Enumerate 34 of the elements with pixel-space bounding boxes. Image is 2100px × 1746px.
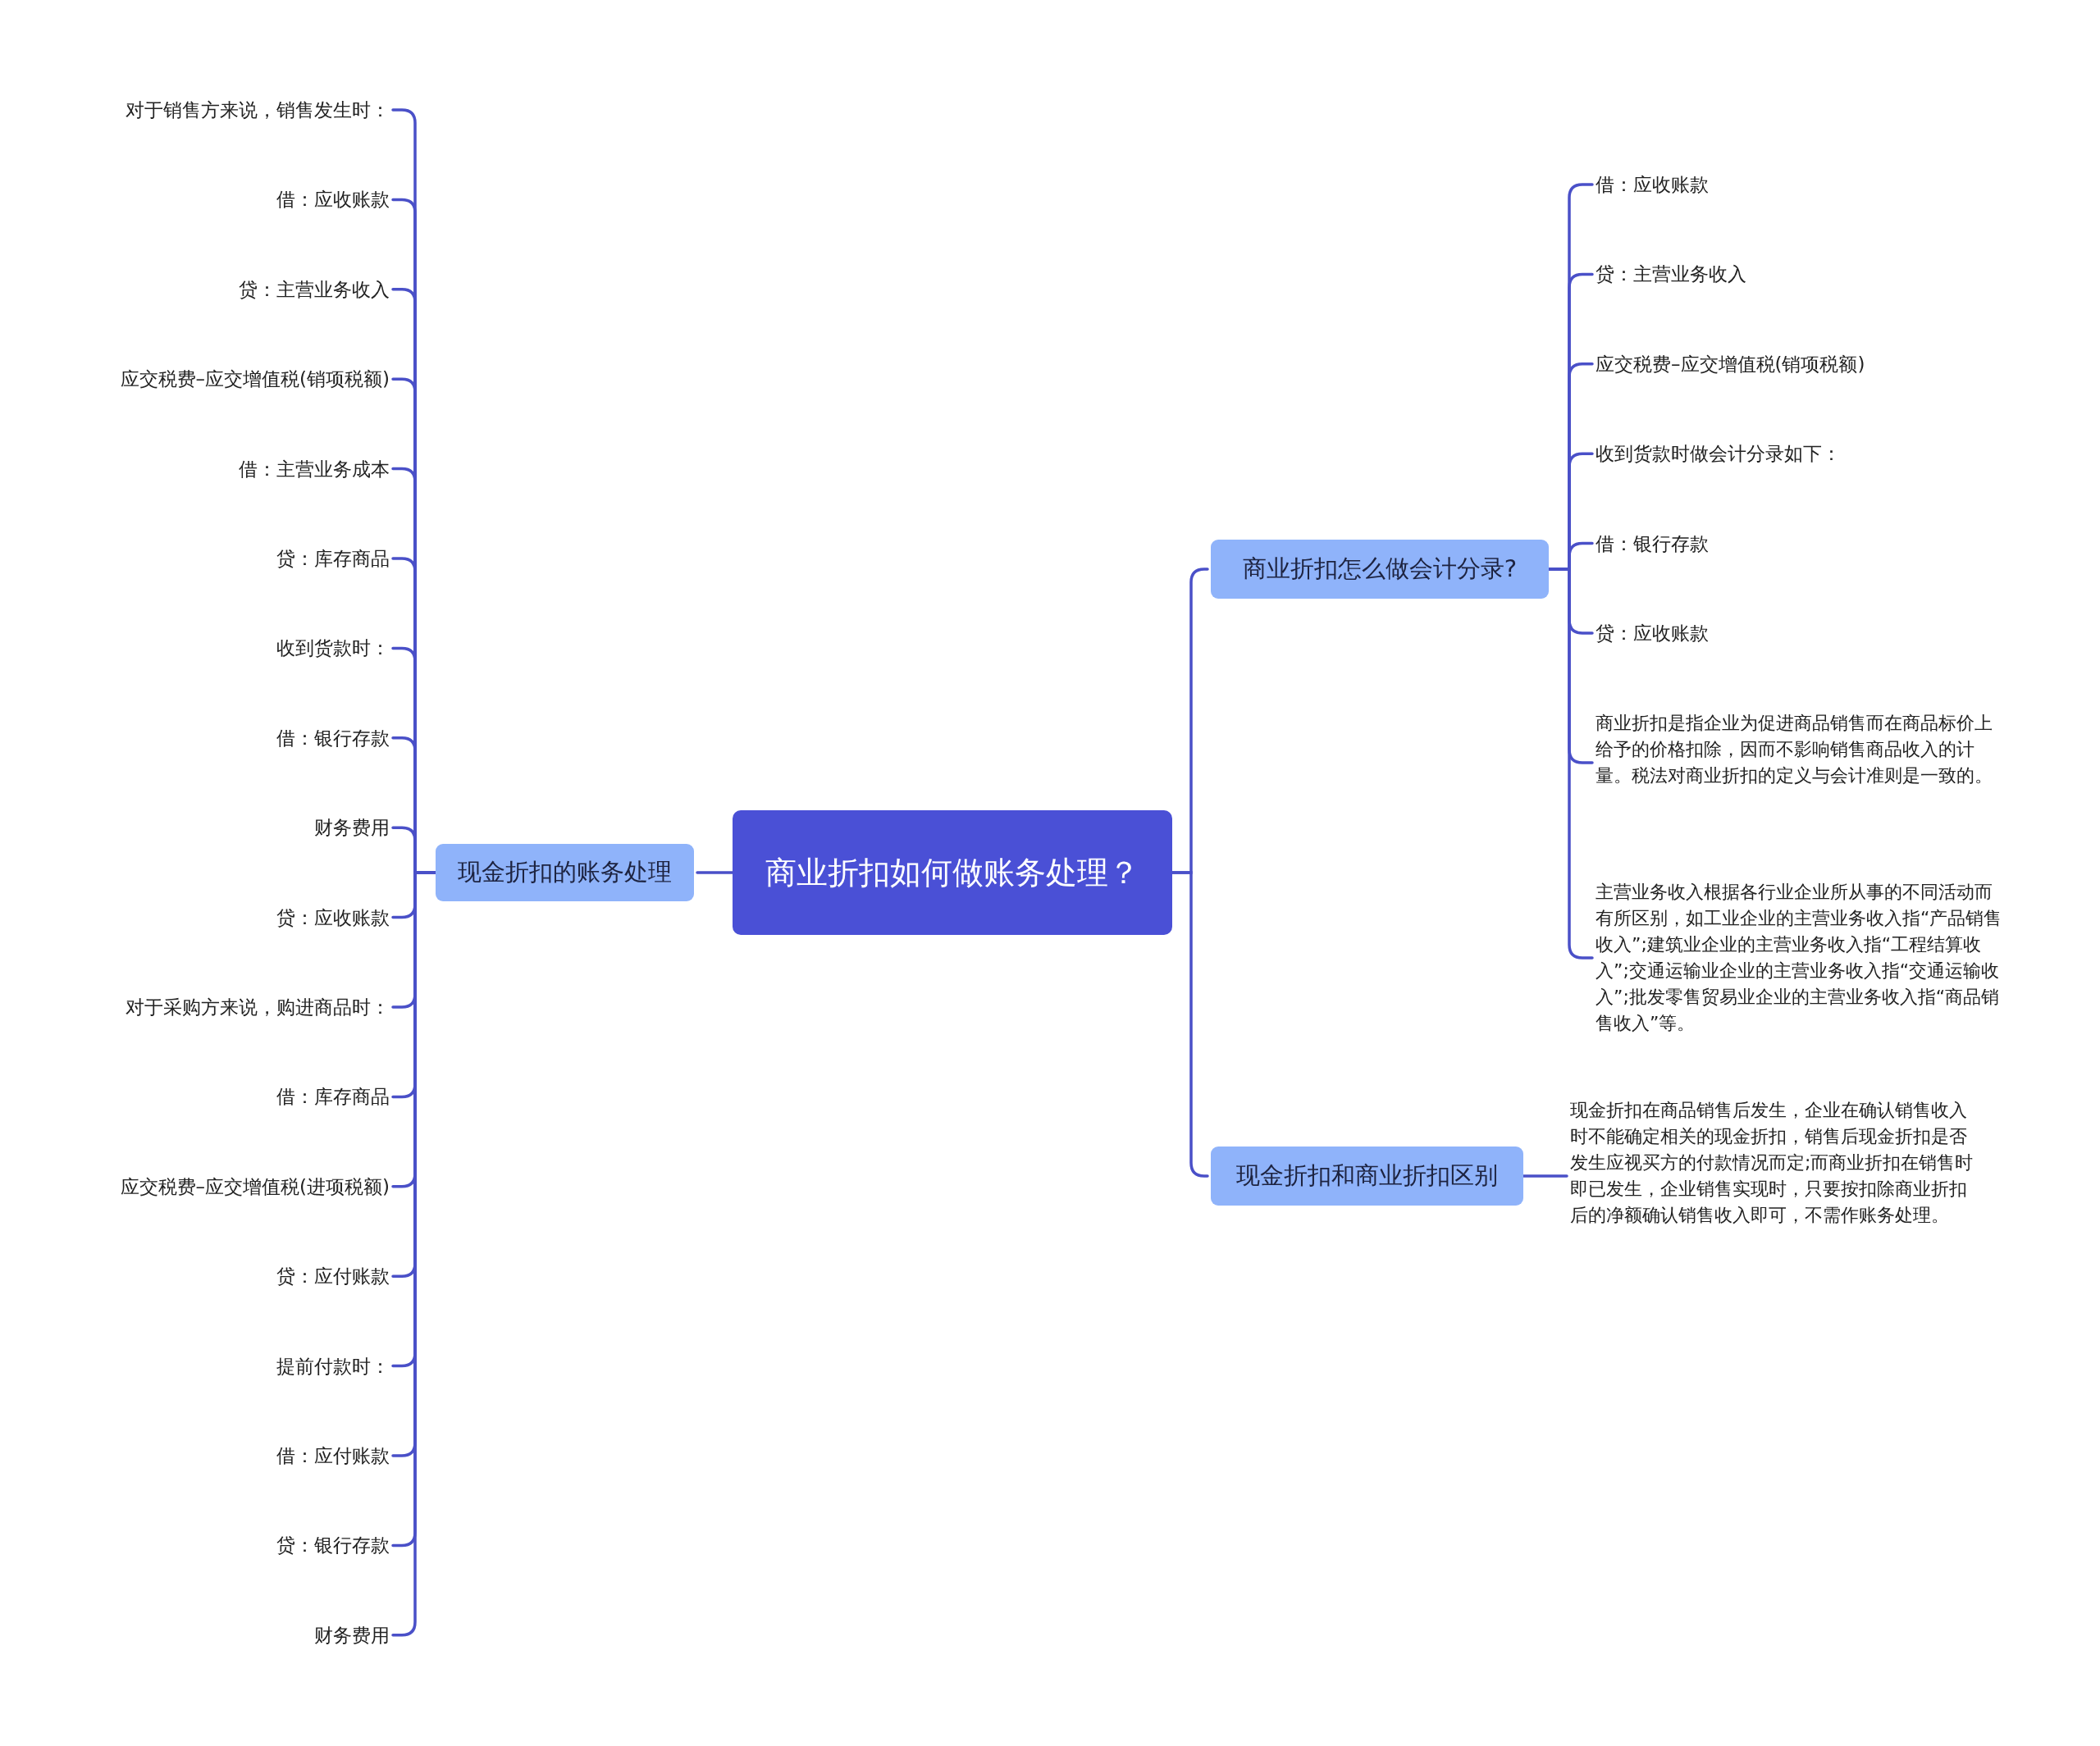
branch-topic-box: 现金折扣和商业折扣区别 (1211, 1147, 1523, 1206)
leaf-text: 贷：库存商品 (74, 542, 390, 575)
central-topic-box: 商业折扣如何做账务处理？ (733, 810, 1172, 935)
leaf-text: 提前付款时： (74, 1349, 390, 1383)
leaf-text: 收到货款时做会计分录如下： (1596, 437, 2038, 471)
leaf-text: 贷：银行存款 (74, 1529, 390, 1562)
branch-topic-box: 现金折扣的账务处理 (436, 844, 694, 901)
branch-topic-box: 商业折扣怎么做会计分录? (1211, 540, 1549, 599)
leaf-text: 对于采购方来说，购进商品时： (74, 991, 390, 1023)
leaf-text: 财务费用 (74, 1618, 390, 1652)
leaf-text: 收到货款时： (74, 631, 390, 665)
leaf-text: 借：银行存款 (74, 721, 390, 754)
connector-line (1171, 871, 1209, 1178)
leaf-text: 应交税费–应交增值税(销项税额) (1596, 347, 2038, 381)
leaf-text: 贷：主营业务收入 (74, 272, 390, 306)
leaf-text: 财务费用 (74, 811, 390, 845)
note-text: 现金折扣在商品销售后发生，企业在确认销售收入时不能确定相关的现金折扣，销售后现金折扣是否发生应视买方的付款情况而定;而商业折扣在销售时即已发生，企业销售实现时，只要按扣除商业折扣后的净额确认销售收入即可，不需作账务处理。 (1570, 1097, 1980, 1255)
leaf-text: 对于销售方来说，销售发生时： (74, 93, 390, 126)
leaf-text: 贷：应收账款 (1596, 617, 2038, 650)
connector-line (696, 871, 734, 874)
note-text: 商业折扣是指企业为促进商品销售而在商品标价上给予的价格扣除，因而不影响销售商品收入的计量。税法对商业折扣的定义与会计准则是一致的。 (1596, 710, 2006, 815)
leaf-text: 借：主营业务成本 (74, 452, 390, 486)
connector-line (1522, 1174, 1568, 1178)
note-text: 主营业务收入根据各行业企业所从事的不同活动而有所区别，如工业企业的主营业务收入指“产品销售收入”;建筑业企业的主营业务收入指“工程结算收入”;交通运输业企业的主营业务收入指“交通运输收入”;批发零售贸易业企业的主营业务收入指“商品销售收入”等。 (1596, 879, 2006, 1037)
leaf-text: 应交税费–应交增值税(进项税额) (74, 1169, 390, 1203)
leaf-text: 贷：应付账款 (74, 1260, 390, 1293)
leaf-text: 借：银行存款 (1596, 527, 2038, 560)
leaf-text: 借：应收账款 (1596, 168, 2038, 201)
leaf-text: 借：库存商品 (74, 1080, 390, 1114)
leaf-text: 贷：主营业务收入 (1596, 258, 2038, 291)
leaf-text: 借：应付账款 (74, 1439, 390, 1472)
leaf-text: 应交税费–应交增值税(销项税额) (74, 362, 390, 396)
leaf-text: 借：应收账款 (74, 183, 390, 217)
leaf-text: 贷：应收账款 (74, 900, 390, 934)
